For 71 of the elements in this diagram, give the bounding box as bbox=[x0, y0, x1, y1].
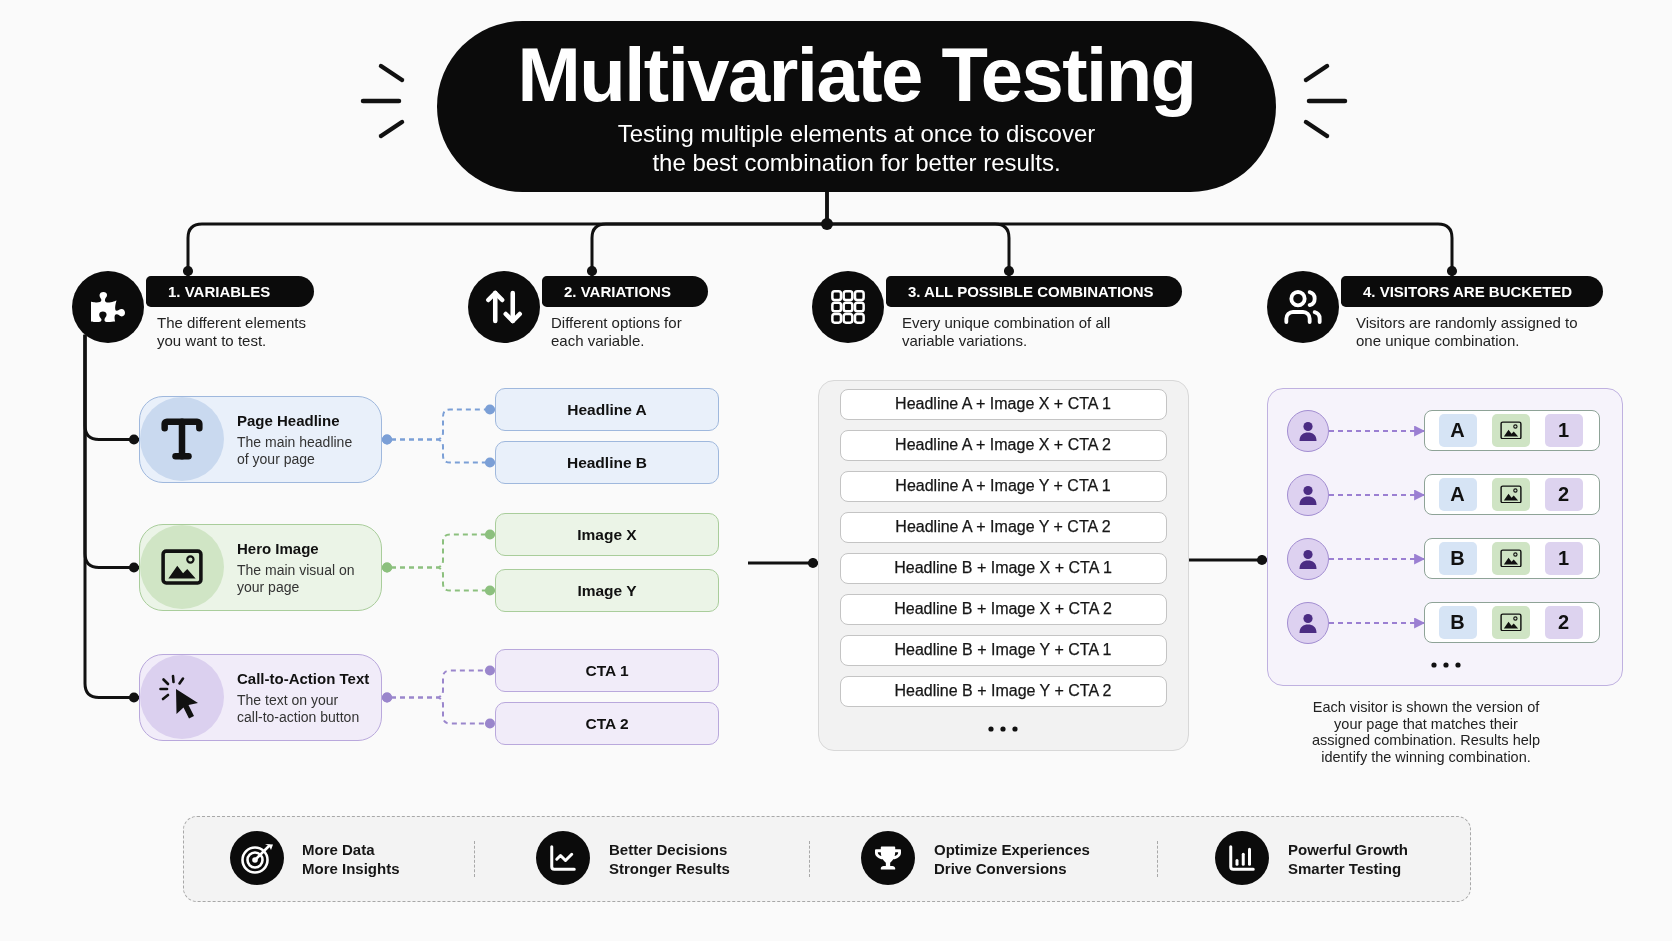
cta-variant: 1 bbox=[1544, 541, 1583, 575]
dashed-connector bbox=[381, 434, 496, 468]
combination-row: Headline B + Image Y + CTA 2 bbox=[839, 675, 1167, 707]
combination-row: Headline B + Image Y + CTA 1 bbox=[839, 634, 1167, 666]
combination-row: Headline A + Image X + CTA 2 bbox=[839, 429, 1167, 461]
benefit-text: Drive Conversions bbox=[934, 859, 1067, 878]
person-icon bbox=[1286, 473, 1329, 516]
assigned-combination bbox=[1423, 474, 1600, 515]
combinations-panel bbox=[818, 380, 1189, 751]
benefit-text: More Data bbox=[302, 840, 375, 859]
variable-card bbox=[139, 654, 382, 741]
variation-card: CTA 1 bbox=[495, 649, 719, 692]
cta-variant: 2 bbox=[1544, 605, 1583, 639]
headline-variant: A bbox=[1438, 477, 1477, 511]
card-description: The text on your call-to-action button bbox=[237, 691, 361, 726]
benefit-text: Smarter Testing bbox=[1288, 859, 1402, 878]
headline-variant: A bbox=[1438, 413, 1477, 447]
assigned-combination bbox=[1423, 410, 1600, 451]
visitors-panel bbox=[1267, 388, 1623, 686]
variable-card bbox=[139, 396, 382, 483]
connector bbox=[83, 334, 139, 703]
variable-card bbox=[139, 524, 382, 611]
benefit-text: Powerful Growth bbox=[1288, 840, 1408, 859]
benefit-text: Stronger Results bbox=[609, 859, 730, 878]
combination-row: Headline B + Image X + CTA 2 bbox=[839, 593, 1167, 625]
card-title: Call-to-Action Text bbox=[237, 669, 370, 687]
section-description: Different options for each variable. bbox=[551, 314, 683, 350]
card-description: The main headline of your page bbox=[237, 433, 354, 468]
card-title: Page Headline bbox=[237, 411, 340, 429]
panel-caption: Each visitor is shown the version of your page that matches their assigned combination. Results help identify the winning combination. bbox=[1310, 699, 1542, 765]
combination-row: Headline A + Image Y + CTA 2 bbox=[839, 511, 1167, 543]
card-title: Hero Image bbox=[237, 539, 319, 557]
assigned-combination bbox=[1423, 538, 1600, 579]
variation-card: Headline A bbox=[495, 388, 719, 431]
section-heading: 4. VISITORS ARE BUCKETED bbox=[1341, 276, 1603, 307]
section-description: Visitors are randomly assigned to one unique combination. bbox=[1356, 314, 1579, 350]
section-description: Every unique combination of all variable variations. bbox=[902, 314, 1112, 350]
assigned-combination bbox=[1423, 602, 1600, 643]
cta-variant: 2 bbox=[1544, 477, 1583, 511]
dashed-arrow bbox=[1328, 617, 1426, 629]
variation-card: Headline B bbox=[495, 441, 719, 484]
person-icon bbox=[1286, 537, 1329, 580]
variation-card: Image X bbox=[495, 513, 719, 556]
dashed-connector bbox=[381, 562, 496, 596]
headline-variant: B bbox=[1438, 541, 1477, 575]
dashed-connector bbox=[381, 692, 496, 729]
section-description: The different elements you want to test. bbox=[157, 314, 307, 350]
dashed-arrow bbox=[1328, 553, 1426, 565]
variation-card: Image Y bbox=[495, 569, 719, 612]
benefit-text: Better Decisions bbox=[609, 840, 728, 859]
connector bbox=[748, 557, 818, 569]
benefit-text: More Insights bbox=[302, 859, 400, 878]
dashed-arrow bbox=[1328, 489, 1426, 501]
headline-variant: B bbox=[1438, 605, 1477, 639]
connector bbox=[1189, 554, 1267, 566]
subtitle: Testing multiple elements at once to discover the best combination for better results. bbox=[616, 118, 1097, 177]
variation-card: CTA 2 bbox=[495, 702, 719, 745]
dashed-arrow bbox=[1328, 425, 1426, 437]
combination-row: Headline A + Image X + CTA 1 bbox=[839, 388, 1167, 420]
section-heading: 3. ALL POSSIBLE COMBINATIONS bbox=[886, 276, 1182, 307]
cta-variant: 1 bbox=[1544, 413, 1583, 447]
combination-row: Headline B + Image X + CTA 1 bbox=[839, 552, 1167, 584]
benefit-text: Optimize Experiences bbox=[934, 840, 1090, 859]
person-icon bbox=[1286, 601, 1329, 644]
section-heading: 1. VARIABLES bbox=[146, 276, 314, 307]
card-description: The main visual on your page bbox=[237, 561, 356, 596]
person-icon bbox=[1286, 409, 1329, 452]
benefits-bar bbox=[183, 816, 1471, 902]
section-heading: 2. VARIATIONS bbox=[542, 276, 708, 307]
combination-row: Headline A + Image Y + CTA 1 bbox=[839, 470, 1167, 502]
connector bbox=[825, 192, 1458, 276]
